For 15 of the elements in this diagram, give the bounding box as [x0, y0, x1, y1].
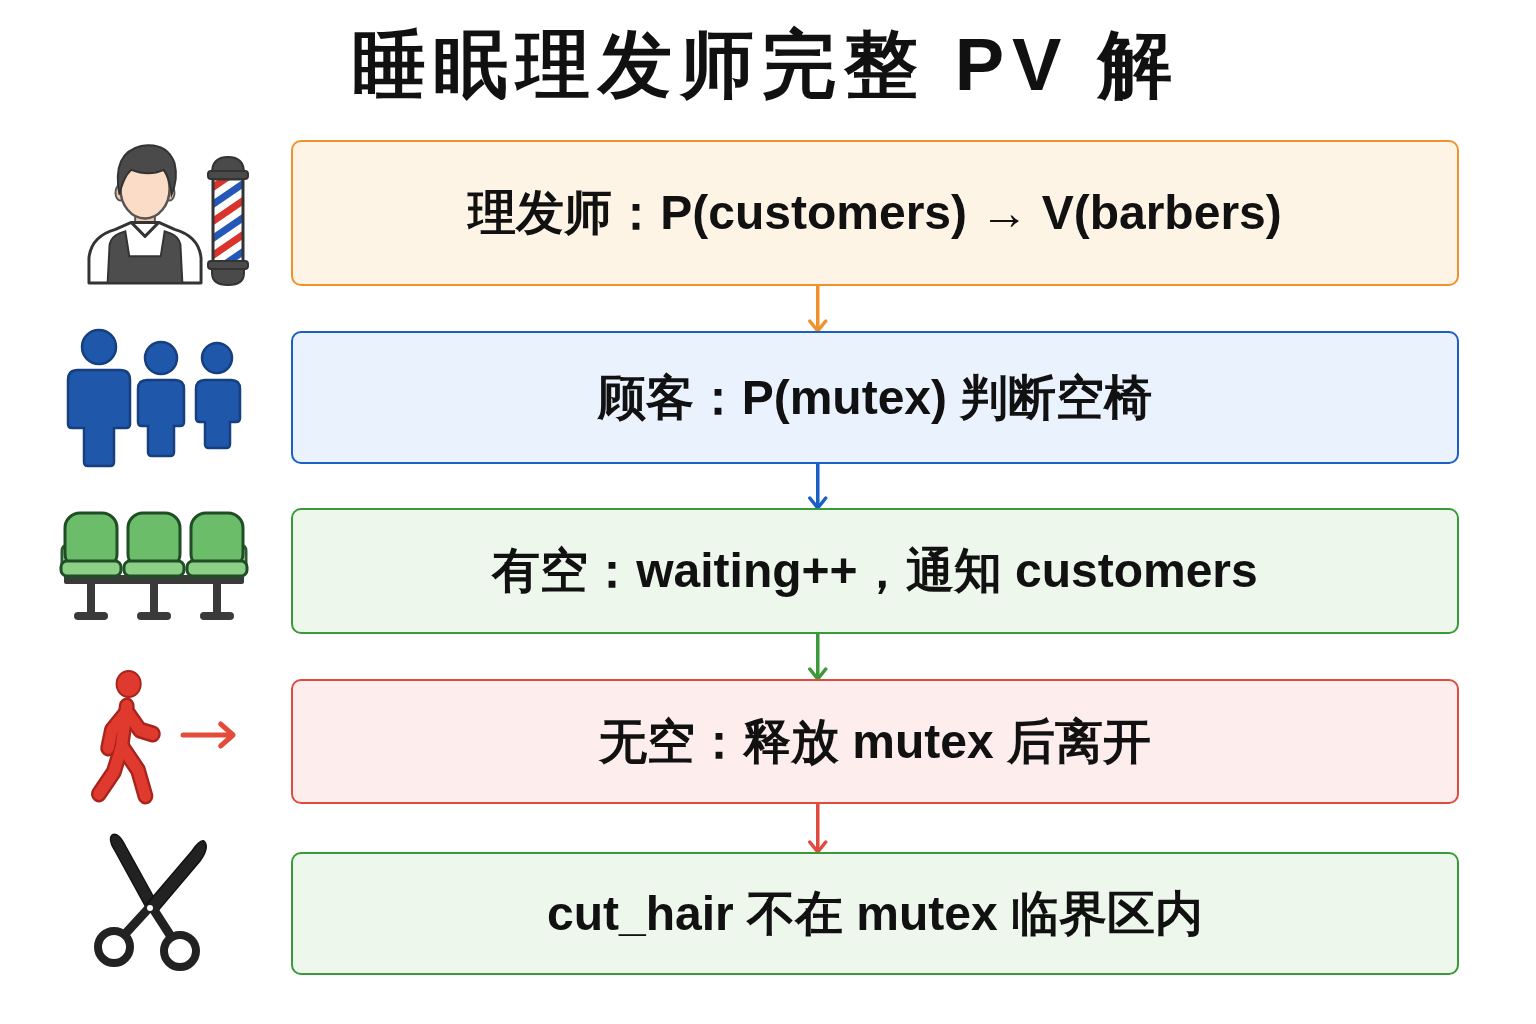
step-text: 理发师：P(customers) → V(barbers) — [468, 185, 1282, 242]
arrow — [808, 804, 828, 854]
process-box — [291, 140, 1459, 286]
diagram-title: 睡眠理发师完整 PV 解 — [352, 22, 1180, 108]
step-text: 无空：释放 mutex 后离开 — [598, 713, 1151, 770]
arrow — [808, 634, 828, 681]
process-box — [291, 679, 1459, 804]
arrow — [808, 286, 828, 333]
process-box — [291, 331, 1459, 464]
step-text: 有空：waiting++，通知 customers — [492, 543, 1258, 600]
step-text: cut_hair 不在 mutex 临界区内 — [546, 885, 1204, 942]
process-box — [291, 508, 1459, 634]
step-text: 顾客：P(mutex) 判断空椅 — [597, 369, 1153, 426]
arrow — [808, 464, 828, 510]
process-box — [291, 852, 1459, 975]
